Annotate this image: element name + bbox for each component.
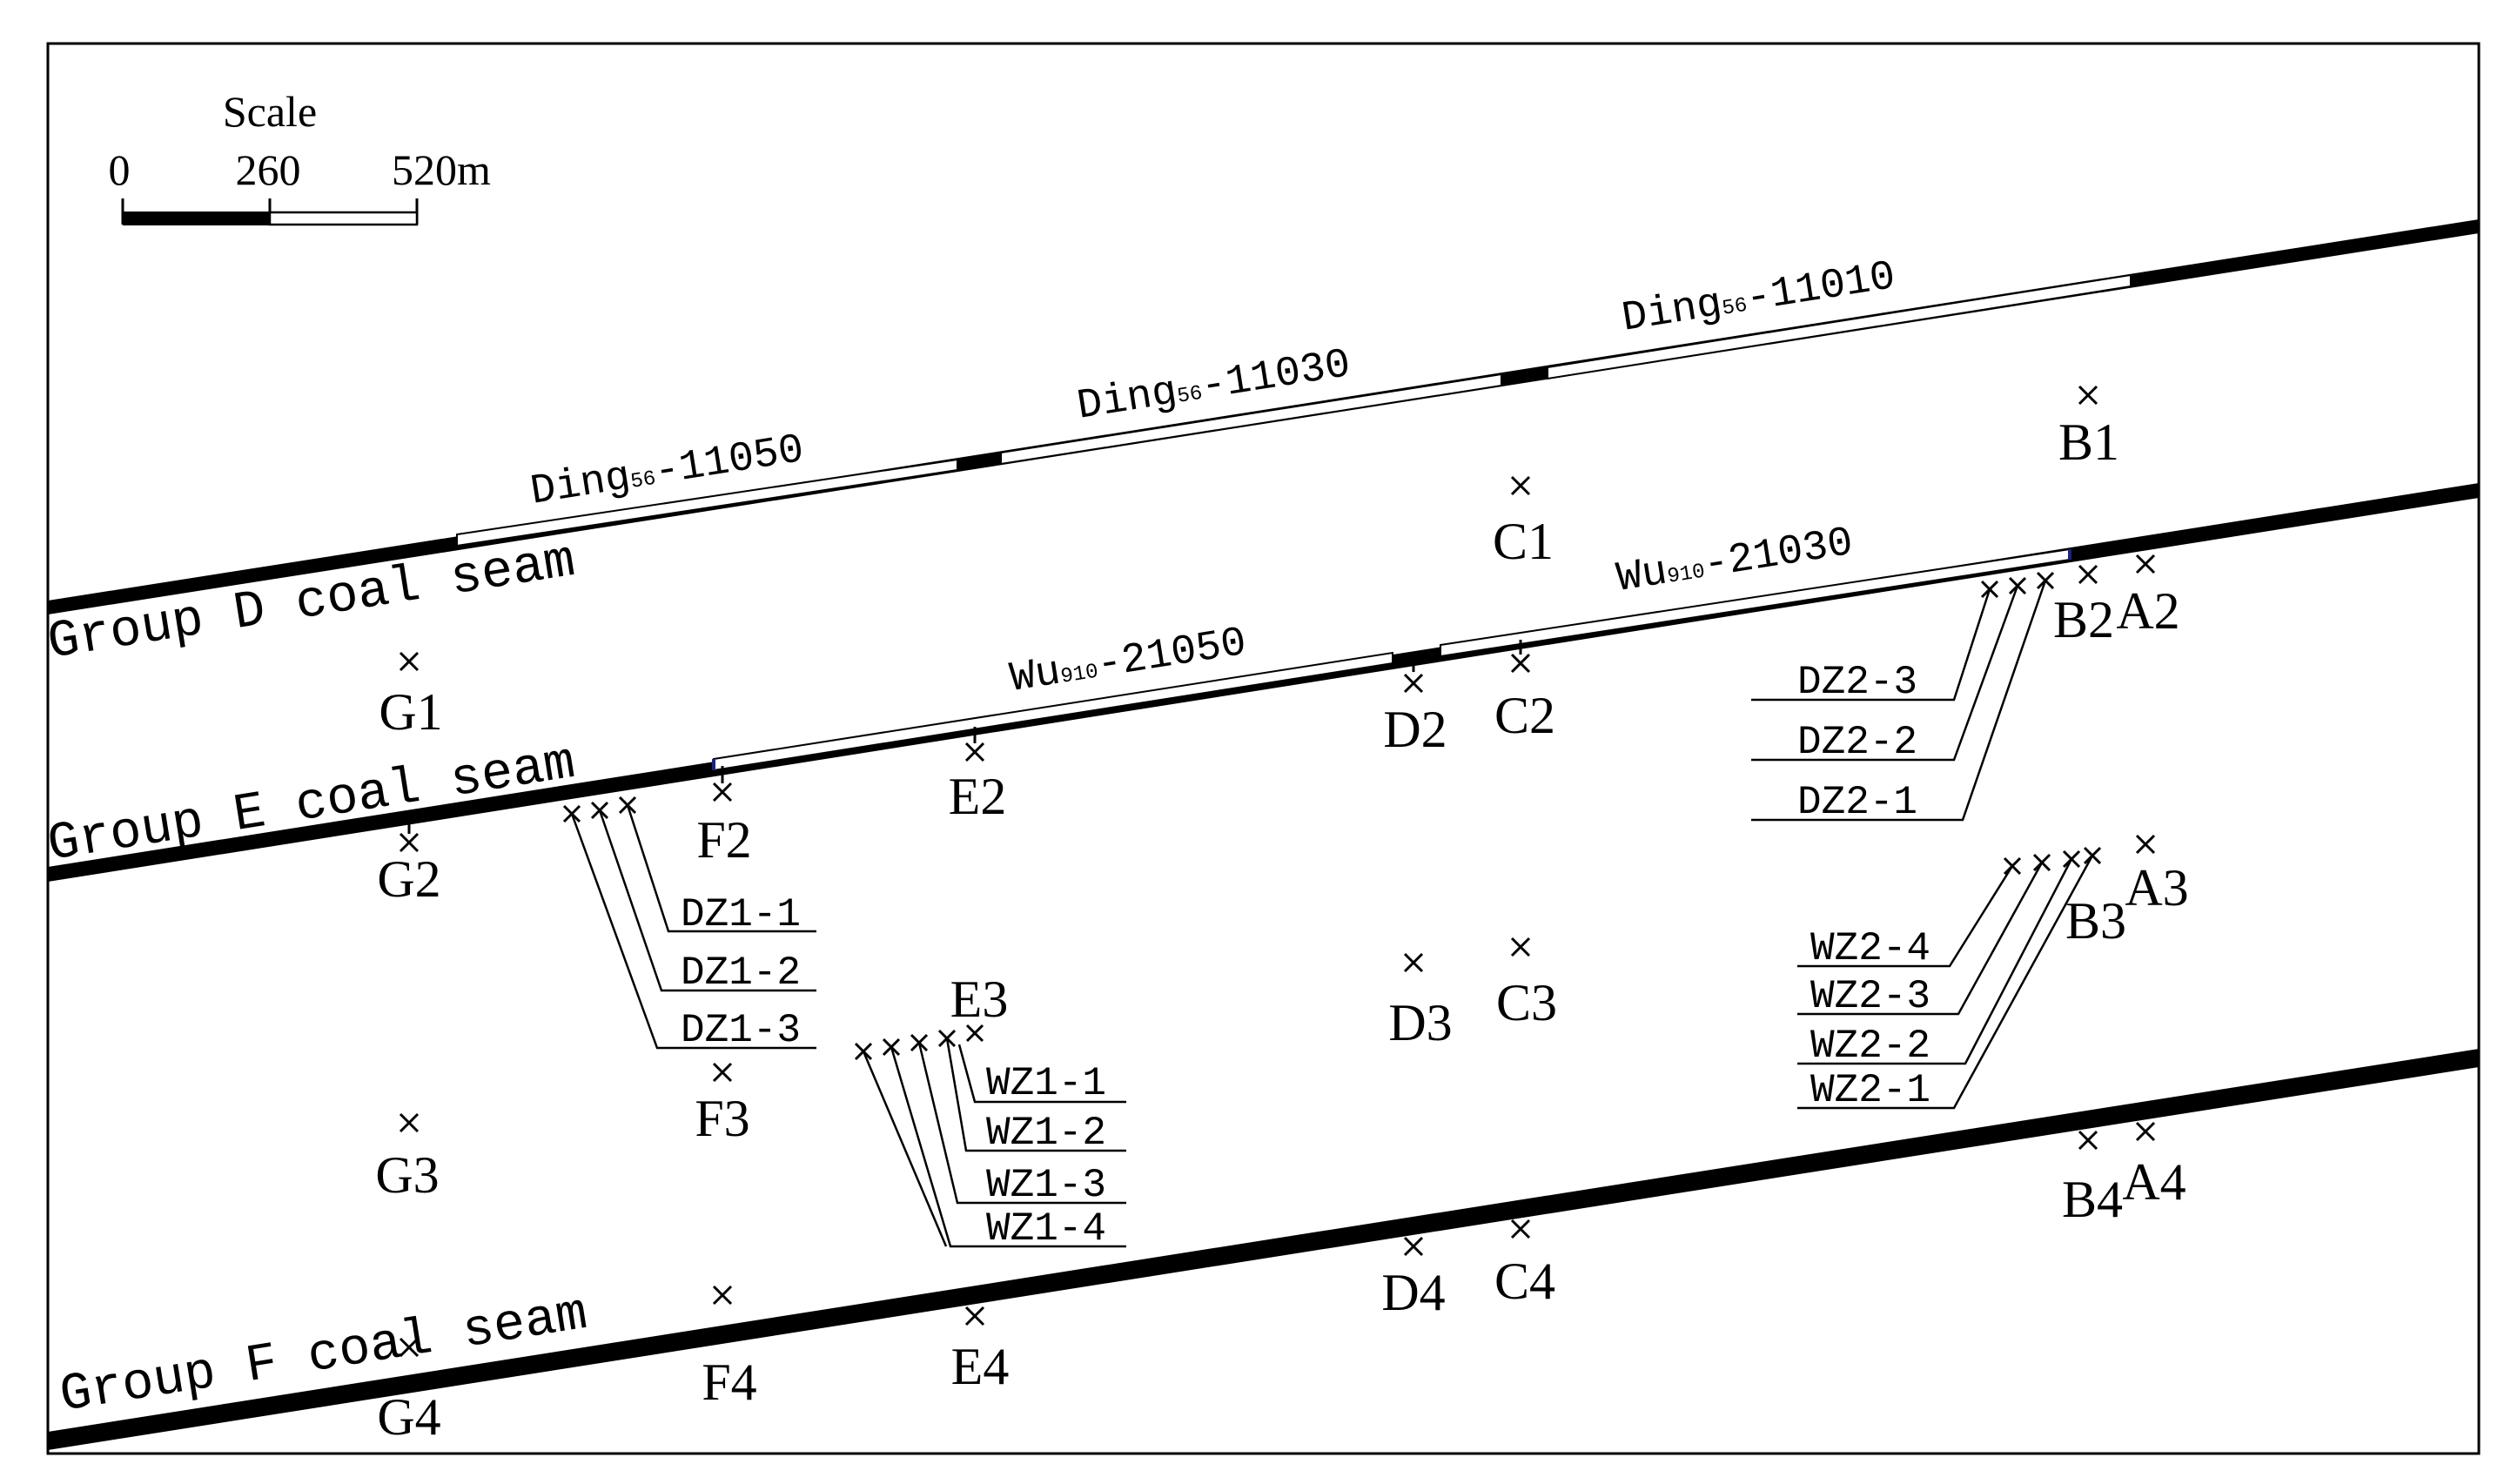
borehole-label-wz1-3: WZ1-3 xyxy=(986,1163,1106,1208)
station-label-b2: B2 xyxy=(2053,591,2114,648)
station-label-d4: D4 xyxy=(1381,1264,1445,1321)
seam-label-e: Group E coal seam xyxy=(44,734,579,876)
panel-ding-11050 xyxy=(456,458,958,547)
seam-lines xyxy=(48,219,2479,1450)
map-frame xyxy=(46,42,2481,1455)
marker-c2 xyxy=(1510,653,1531,674)
marker-a2 xyxy=(2135,554,2156,574)
station-label-d2: D2 xyxy=(1383,701,1447,758)
station-label-d3: D3 xyxy=(1388,994,1452,1051)
scale-tick-label-0: 0 xyxy=(109,145,131,194)
borehole-group-dz2: DZ2-3 DZ2-2 DZ2-1 xyxy=(1751,571,2055,825)
scale-title: Scale xyxy=(223,87,317,136)
borehole-label-dz1-2: DZ1-2 xyxy=(681,950,801,996)
seam-label-d: Group D coal seam xyxy=(44,532,579,674)
station-label-b1: B1 xyxy=(2058,413,2119,471)
station-label-a4: A4 xyxy=(2122,1153,2186,1211)
station-label-f3: F3 xyxy=(695,1090,749,1147)
station-label-e4: E4 xyxy=(951,1338,1010,1395)
scale-tick-label-1: 260 xyxy=(236,145,301,194)
borehole-label-dz1-3: DZ1-3 xyxy=(681,1008,801,1053)
borehole-label-wz2-2: WZ2-2 xyxy=(1810,1024,1930,1069)
scale-tick-label-2: 520m xyxy=(392,145,491,194)
borehole-label-wz2-1: WZ2-1 xyxy=(1810,1068,1930,1113)
panel-ding-11030 xyxy=(1000,373,1502,466)
marker-a3 xyxy=(2135,834,2156,855)
marker-c1 xyxy=(1510,475,1531,496)
borehole-label-wz2-4: WZ2-4 xyxy=(1810,926,1930,971)
marker-d2 xyxy=(1403,673,1424,694)
station-label-f4: F4 xyxy=(702,1353,756,1411)
station-label-c3: C3 xyxy=(1496,974,1557,1031)
station-label-g1: G1 xyxy=(379,683,442,741)
borehole-label-dz2-1: DZ2-1 xyxy=(1797,780,1917,825)
borehole-label-wz1-1: WZ1-1 xyxy=(986,1061,1106,1106)
marker-d4 xyxy=(1403,1236,1424,1257)
marker-a4 xyxy=(2135,1121,2156,1142)
seam-line-f xyxy=(48,1049,2479,1450)
station-label-e2: E2 xyxy=(949,768,1007,825)
station-label-b4: B4 xyxy=(2062,1171,2123,1228)
scale-segment-filled xyxy=(123,212,270,225)
marker-f3 xyxy=(712,1062,733,1083)
scale-bar: Scale 0 260 520m xyxy=(109,87,491,226)
marker-b1 xyxy=(2078,385,2098,406)
marker-g3 xyxy=(399,1112,420,1133)
borehole-label-wz2-3: WZ2-3 xyxy=(1810,974,1930,1019)
borehole-group-wz2: WZ2-4 WZ2-3 WZ2-2 WZ2-1 xyxy=(1797,846,2102,1113)
station-label-g3: G3 xyxy=(375,1146,439,1204)
borehole-label-wz1-4: WZ1-4 xyxy=(986,1206,1106,1252)
marker-g4 xyxy=(399,1337,420,1358)
borehole-group-dz1: DZ1-1 DZ1-2 DZ1-3 xyxy=(562,796,816,1053)
marker-c4 xyxy=(1510,1219,1531,1239)
working-face-panels xyxy=(456,273,2132,772)
marker-d3 xyxy=(1403,952,1424,973)
station-label-g4: G4 xyxy=(377,1388,440,1446)
panel-ding-11010 xyxy=(1547,273,2132,380)
station-label-a3: A3 xyxy=(2125,859,2188,917)
borehole-label-dz2-2: DZ2-2 xyxy=(1797,720,1917,765)
marker-f4 xyxy=(712,1285,733,1306)
station-markers xyxy=(399,385,2156,1358)
seam-labels: Group D coal seam Group E coal seam Grou… xyxy=(44,532,591,1427)
station-label-e3: E3 xyxy=(950,970,1009,1028)
borehole-group-wz1: WZ1-1 WZ1-2 WZ1-3 WZ1-4 xyxy=(854,1024,1126,1252)
marker-b2 xyxy=(2078,564,2098,585)
scale-segment-open xyxy=(268,211,419,226)
borehole-label-wz1-2: WZ1-2 xyxy=(986,1111,1106,1156)
marker-c3 xyxy=(1510,937,1531,957)
working-face-labels: Ding56-11050 Ding56-11030 Ding56-11010 W… xyxy=(527,253,1898,703)
borehole-label-dz2-3: DZ2-3 xyxy=(1797,660,1917,705)
station-label-f2: F2 xyxy=(696,811,751,869)
station-label-b3: B3 xyxy=(2065,892,2126,950)
marker-g2 xyxy=(399,832,420,853)
marker-g1 xyxy=(399,651,420,672)
station-label-g2: G2 xyxy=(377,850,440,908)
station-label-a2: A2 xyxy=(2116,582,2179,640)
station-label-c4: C4 xyxy=(1494,1252,1555,1310)
marker-e2 xyxy=(964,742,985,762)
borehole-label-dz1-1: DZ1-1 xyxy=(681,892,801,937)
marker-f2 xyxy=(712,782,733,802)
marker-b4 xyxy=(2078,1130,2098,1151)
station-labels: B1 C1 G1 B2 A2 C2 D2 E2 F2 G2 A3 B3 C3 D… xyxy=(375,413,2188,1446)
face-label-ding-11030: Ding56-11030 xyxy=(1074,341,1353,431)
marker-e4 xyxy=(964,1306,985,1326)
station-label-c2: C2 xyxy=(1494,687,1555,744)
station-label-c1: C1 xyxy=(1493,513,1554,570)
